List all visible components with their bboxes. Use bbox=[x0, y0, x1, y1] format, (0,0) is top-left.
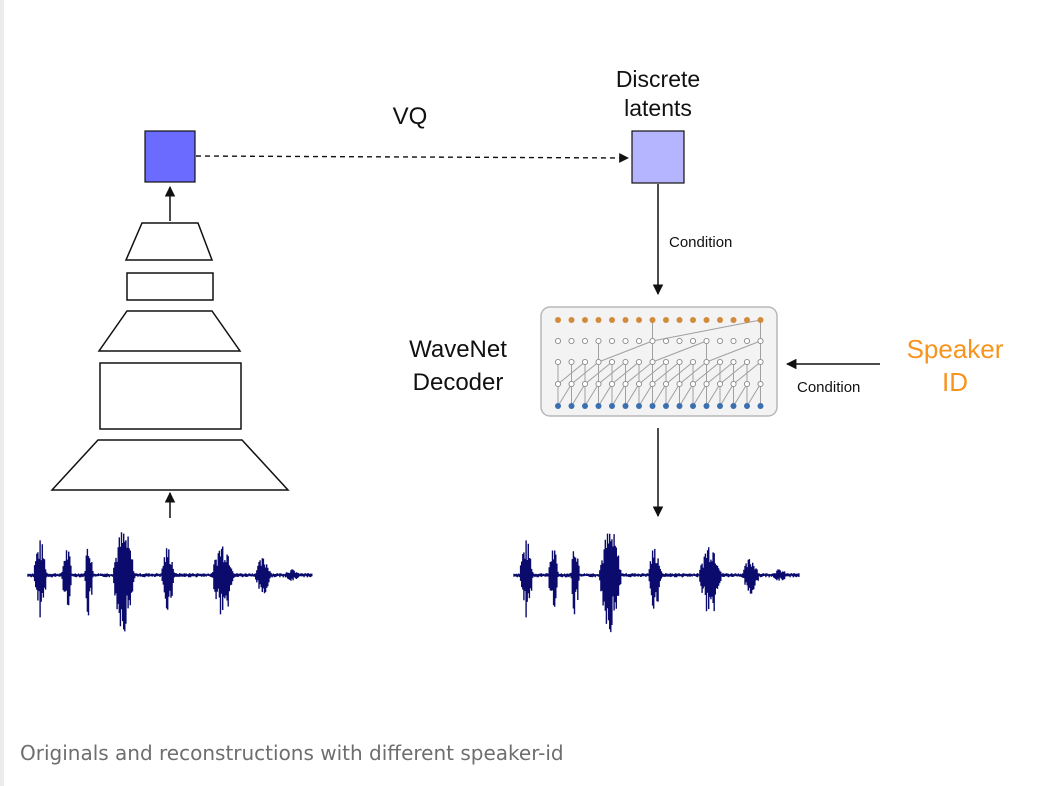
encoder-layer-5 bbox=[124, 222, 214, 261]
encoder-layer-2 bbox=[99, 362, 242, 430]
encoder-layer-3 bbox=[97, 310, 242, 352]
condition-label-top: Condition bbox=[669, 234, 733, 251]
discrete-latents-label: Discrete latents bbox=[615, 66, 701, 121]
discrete-latent-box bbox=[631, 130, 685, 184]
vq-dashed-arrow bbox=[195, 153, 629, 163]
wavenet-decoder-box bbox=[540, 306, 778, 417]
wavenet-network-graphic bbox=[554, 317, 764, 409]
encoder-layer-1 bbox=[50, 439, 290, 491]
vq-label: VQ bbox=[392, 103, 428, 130]
encoder-latent-box bbox=[144, 130, 196, 183]
speaker-id-label: Speaker ID bbox=[906, 334, 1004, 397]
encoder-stack bbox=[50, 222, 290, 491]
original-waveform-icon bbox=[27, 532, 313, 632]
reconstructed-waveform-icon bbox=[513, 533, 800, 633]
condition-label-right: Condition bbox=[797, 379, 861, 396]
wavenet-decoder-label: WaveNet Decoder bbox=[409, 336, 507, 396]
figure-caption: Originals and reconstructions with diffe… bbox=[20, 741, 564, 765]
encoder-layer-4 bbox=[126, 272, 214, 301]
left-margin-rule bbox=[0, 0, 4, 786]
